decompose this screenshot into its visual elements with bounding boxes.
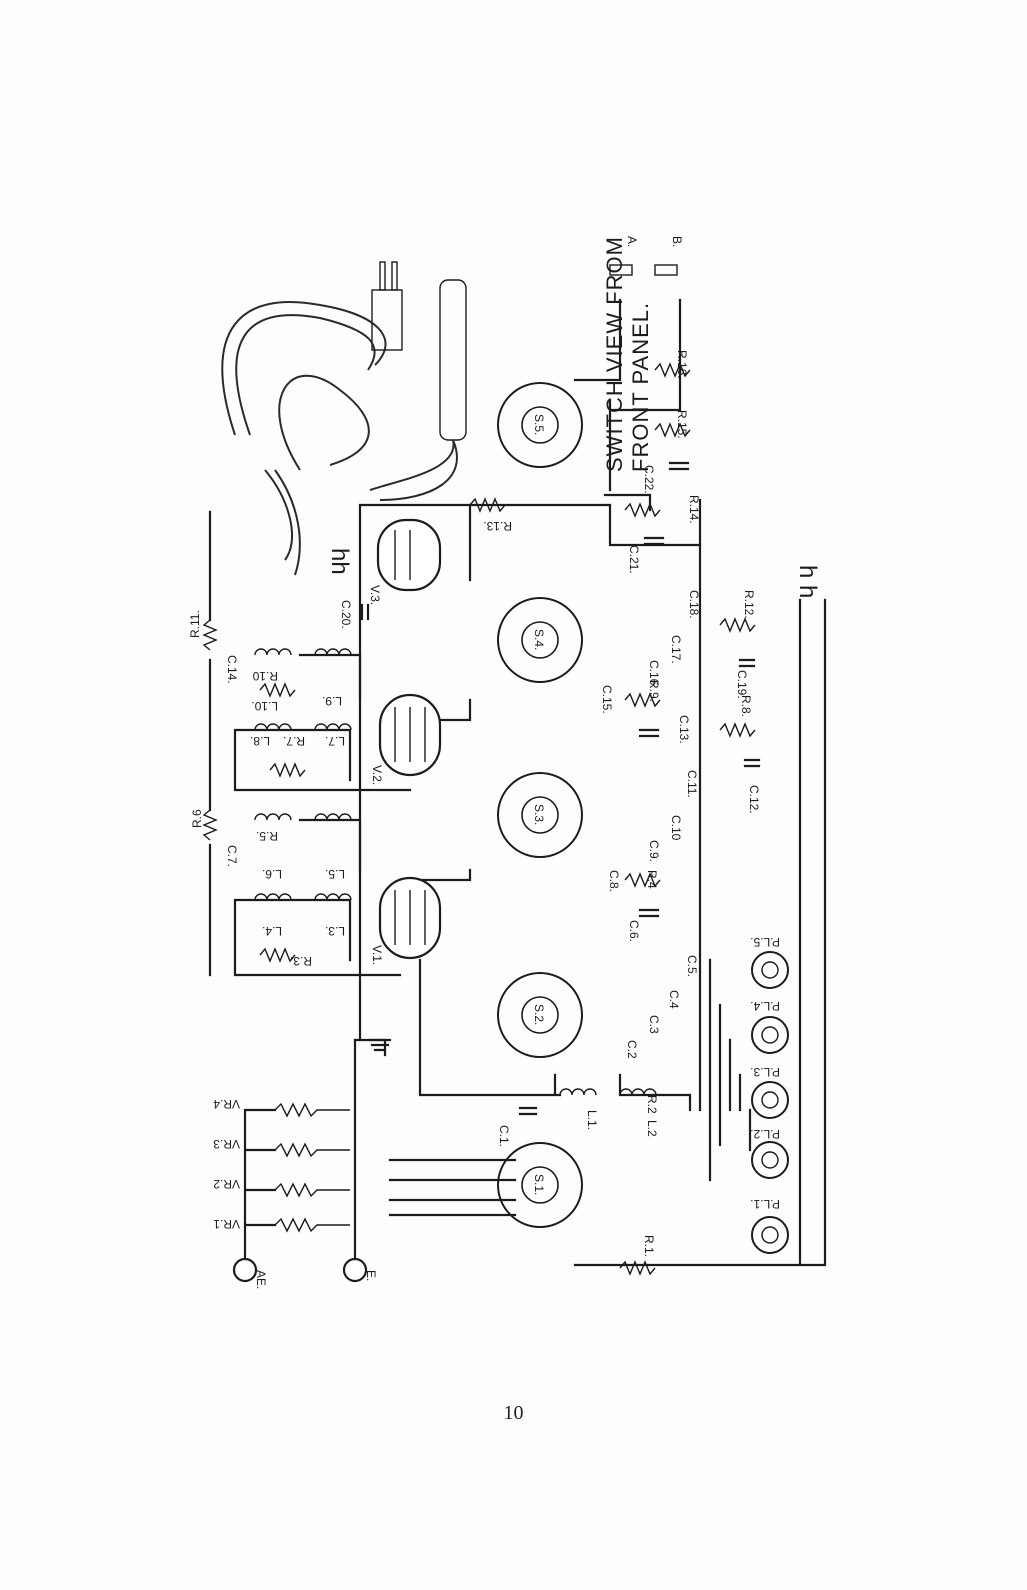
c20-label: C.20. bbox=[339, 600, 353, 629]
vr1-label: VR.1 bbox=[213, 1217, 240, 1231]
c10-label: C.10 bbox=[669, 815, 683, 841]
c9-label: C.9. bbox=[647, 840, 661, 862]
l10-label: L.10. bbox=[251, 699, 278, 713]
pilot-lamp-pl2: P.L.2. bbox=[750, 1127, 789, 1179]
lamp-label-pl3: P.L.3. bbox=[750, 1065, 780, 1079]
c5-label: C.5. bbox=[685, 955, 699, 977]
switch-label-s2: S.2. bbox=[532, 1004, 546, 1025]
heater-label-bottom: h h bbox=[794, 565, 821, 598]
r4-label: R.4 bbox=[645, 870, 659, 889]
r10-label: R.10 bbox=[252, 669, 278, 683]
c11-label: C.11. bbox=[685, 770, 699, 798]
vr2-label: VR.2 bbox=[213, 1177, 240, 1191]
r2-label: R.2 bbox=[645, 1095, 659, 1114]
r11-label: R.11. bbox=[188, 610, 202, 638]
c22-label: C.22. bbox=[642, 465, 656, 494]
caption-line-2: FRONT PANEL. bbox=[628, 302, 653, 472]
c17-label: C.17. bbox=[669, 635, 683, 664]
c18-label: C.18. bbox=[687, 590, 701, 619]
switch-label-s3: S.3. bbox=[532, 804, 546, 825]
earth-symbol bbox=[368, 1038, 392, 1052]
c19-label: C.19. bbox=[735, 670, 749, 699]
c7-label: C.7. bbox=[225, 845, 239, 867]
r5-label: R.5. bbox=[256, 829, 278, 843]
c15-label: C.15. bbox=[600, 685, 614, 714]
r8-label: R.8. bbox=[739, 695, 753, 717]
valve-v3: V.3. bbox=[368, 518, 442, 605]
l3-label: L.3. bbox=[325, 924, 345, 938]
l2-label: L.2 bbox=[645, 1120, 659, 1137]
earth-label: E. bbox=[364, 1270, 378, 1281]
l4-label: L.4. bbox=[262, 924, 282, 938]
wiring bbox=[208, 298, 827, 1267]
c6-label: C.6. bbox=[627, 920, 641, 942]
resistors: R.1. R.2 R.3. R.4 R.5. R.6 R.7. R.8. R.9… bbox=[188, 350, 756, 1276]
inductors: L.1. L.2 L.3. L.4. L.5. L.6. L.7. L.8. L… bbox=[250, 648, 659, 1137]
r12-label: R.12. bbox=[742, 590, 756, 619]
output-b-label: B. bbox=[670, 236, 684, 247]
l8-label: L.8. bbox=[250, 734, 270, 748]
valve-label-v1: V.1. bbox=[370, 945, 384, 965]
switch-label-s1: S.1. bbox=[532, 1174, 546, 1195]
l5-label: L.5. bbox=[325, 867, 345, 881]
aerial-terminal: AE. bbox=[232, 1257, 268, 1289]
heater-label-top: hh bbox=[326, 548, 353, 575]
c16-label: C.16 bbox=[647, 660, 661, 686]
c12-label: C.12. bbox=[747, 785, 761, 814]
r14-label: R.14. bbox=[687, 495, 701, 524]
valve-label-v3: V.3. bbox=[368, 585, 382, 605]
switch-s5: S.5. bbox=[497, 382, 583, 468]
output-a-label: A. bbox=[625, 236, 639, 247]
r13-label: R.13. bbox=[483, 519, 512, 533]
vr4-label: VR.4 bbox=[213, 1097, 240, 1111]
l6-label: L.6. bbox=[262, 867, 282, 881]
lamp-label-pl2: P.L.2. bbox=[750, 1127, 780, 1141]
lamp-label-pl1: P.L.1. bbox=[750, 1197, 780, 1211]
output-terminals: A. B. bbox=[609, 236, 684, 276]
pilot-lamp-pl3: P.L.3. bbox=[750, 1065, 789, 1119]
variable-resistors: VR.4 VR.3 VR.2 VR.1 bbox=[213, 1097, 350, 1233]
c13-label: C.13. bbox=[677, 715, 691, 744]
l9-label: L.9. bbox=[322, 694, 342, 708]
pilot-lamp-pl4: P.L.4. bbox=[750, 999, 789, 1054]
aerial-label: AE. bbox=[254, 1270, 268, 1289]
switch-s1: S.1. bbox=[497, 1142, 583, 1228]
l1-label: L.1. bbox=[585, 1110, 599, 1130]
lamp-label-pl4: P.L.4. bbox=[750, 999, 780, 1013]
l7-label: L.7. bbox=[325, 734, 345, 748]
c21-label: C.21. bbox=[627, 545, 641, 574]
r7-label: R.7. bbox=[283, 734, 305, 748]
valve-v2: V.2. bbox=[370, 693, 442, 785]
switch-s4: S.4. bbox=[497, 597, 583, 683]
c14-label: C.14. bbox=[225, 655, 239, 684]
page-number: 10 bbox=[503, 1402, 524, 1424]
pilot-lamp-pl1: P.L.1. bbox=[750, 1197, 789, 1254]
valve-label-v2: V.2. bbox=[370, 765, 384, 785]
r15-label: R.15. bbox=[675, 410, 689, 439]
valve-v1: V.1. bbox=[370, 876, 442, 965]
r16-label: R.16. bbox=[675, 350, 689, 379]
c8-label: C.8. bbox=[607, 870, 621, 892]
c3-label: C.3 bbox=[647, 1015, 661, 1034]
c1-label: C.1. bbox=[497, 1125, 511, 1147]
switch-s2: S.2. bbox=[497, 972, 583, 1058]
pilot-lamp-pl5: P.L.5. bbox=[750, 935, 789, 989]
r9-label: R.9. bbox=[647, 680, 661, 702]
switch-s3: S.3. bbox=[497, 772, 583, 858]
caption-line-1: SWITCH VIEW FROM bbox=[602, 236, 627, 472]
earth-terminal: E. bbox=[342, 1257, 378, 1283]
c2-label: C.2 bbox=[625, 1040, 639, 1059]
vr3-label: VR.3 bbox=[213, 1137, 240, 1151]
switch-label-s5: S.5. bbox=[532, 414, 546, 435]
r3-label: R.3. bbox=[290, 954, 312, 968]
r1-label: R.1. bbox=[642, 1235, 656, 1257]
c4-label: C.4 bbox=[667, 990, 681, 1009]
cable-illustration bbox=[221, 261, 467, 576]
lamp-label-pl5: P.L.5. bbox=[750, 935, 780, 949]
capacitors: C.1. C.2 C.3 C.4 C.5. C.6. C.7. C.8. C.9… bbox=[225, 461, 761, 1147]
switch-label-s4: S.4. bbox=[532, 629, 546, 650]
r6-label: R.6 bbox=[190, 809, 204, 828]
